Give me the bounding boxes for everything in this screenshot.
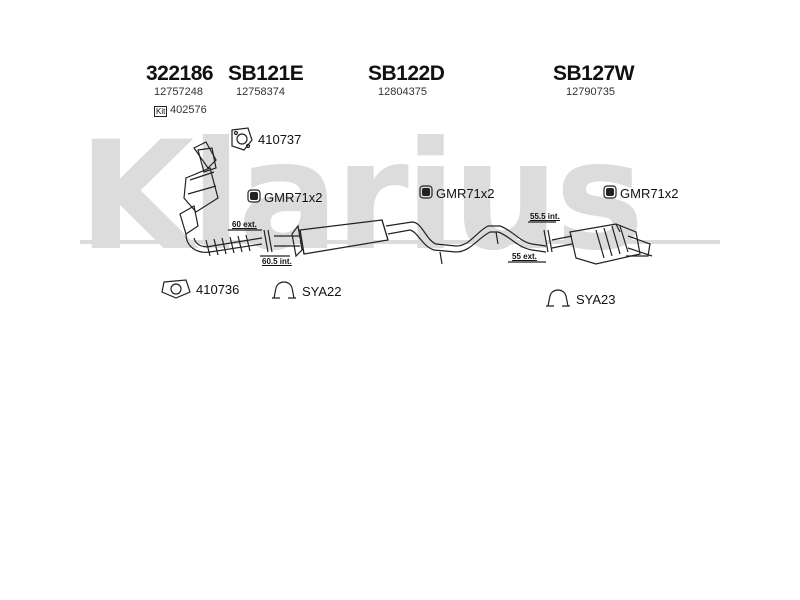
dimension-60-ext: 60 ext. <box>232 220 257 229</box>
rear-silencer-icon <box>551 223 653 265</box>
clamp-icon-1 <box>272 281 296 299</box>
clamp-label-1: SYA22 <box>302 284 342 299</box>
gasket-bottom-label: 410736 <box>196 282 240 297</box>
dimension-55-ext: 55 ext. <box>512 252 537 261</box>
gasket-bottom-icon <box>161 279 191 299</box>
catalytic-converter-icon <box>179 141 263 257</box>
part-code-322186: 322186 <box>146 62 214 85</box>
part-number-12790735: 12790735 <box>566 86 615 98</box>
kit-badge: Kit <box>154 106 168 117</box>
dimension-55-5-int: 55.5 int. <box>530 212 560 221</box>
mount-label-2: GMR71x2 <box>436 186 495 201</box>
middle-silencer-icon <box>274 219 547 265</box>
part-number-12758374: 12758374 <box>236 86 285 98</box>
mount-label-3: GMR71x2 <box>620 186 679 201</box>
part-number-12757248: 12757248 <box>154 86 203 98</box>
mount-label-1: GMR71x2 <box>264 190 323 205</box>
kit-number: 402576 <box>170 104 207 116</box>
clamp-label-2: SYA23 <box>576 292 616 307</box>
part-code-sb121e: SB121E <box>228 62 304 85</box>
clamp-icon-2 <box>546 289 570 307</box>
dimension-60-5-int: 60.5 int. <box>262 257 292 266</box>
part-code-sb127w: SB127W <box>553 62 635 85</box>
gasket-top-label: 410737 <box>258 132 302 147</box>
part-number-12804375: 12804375 <box>378 86 427 98</box>
part-code-sb122d: SB122D <box>368 62 445 85</box>
gasket-top-icon <box>231 127 253 151</box>
